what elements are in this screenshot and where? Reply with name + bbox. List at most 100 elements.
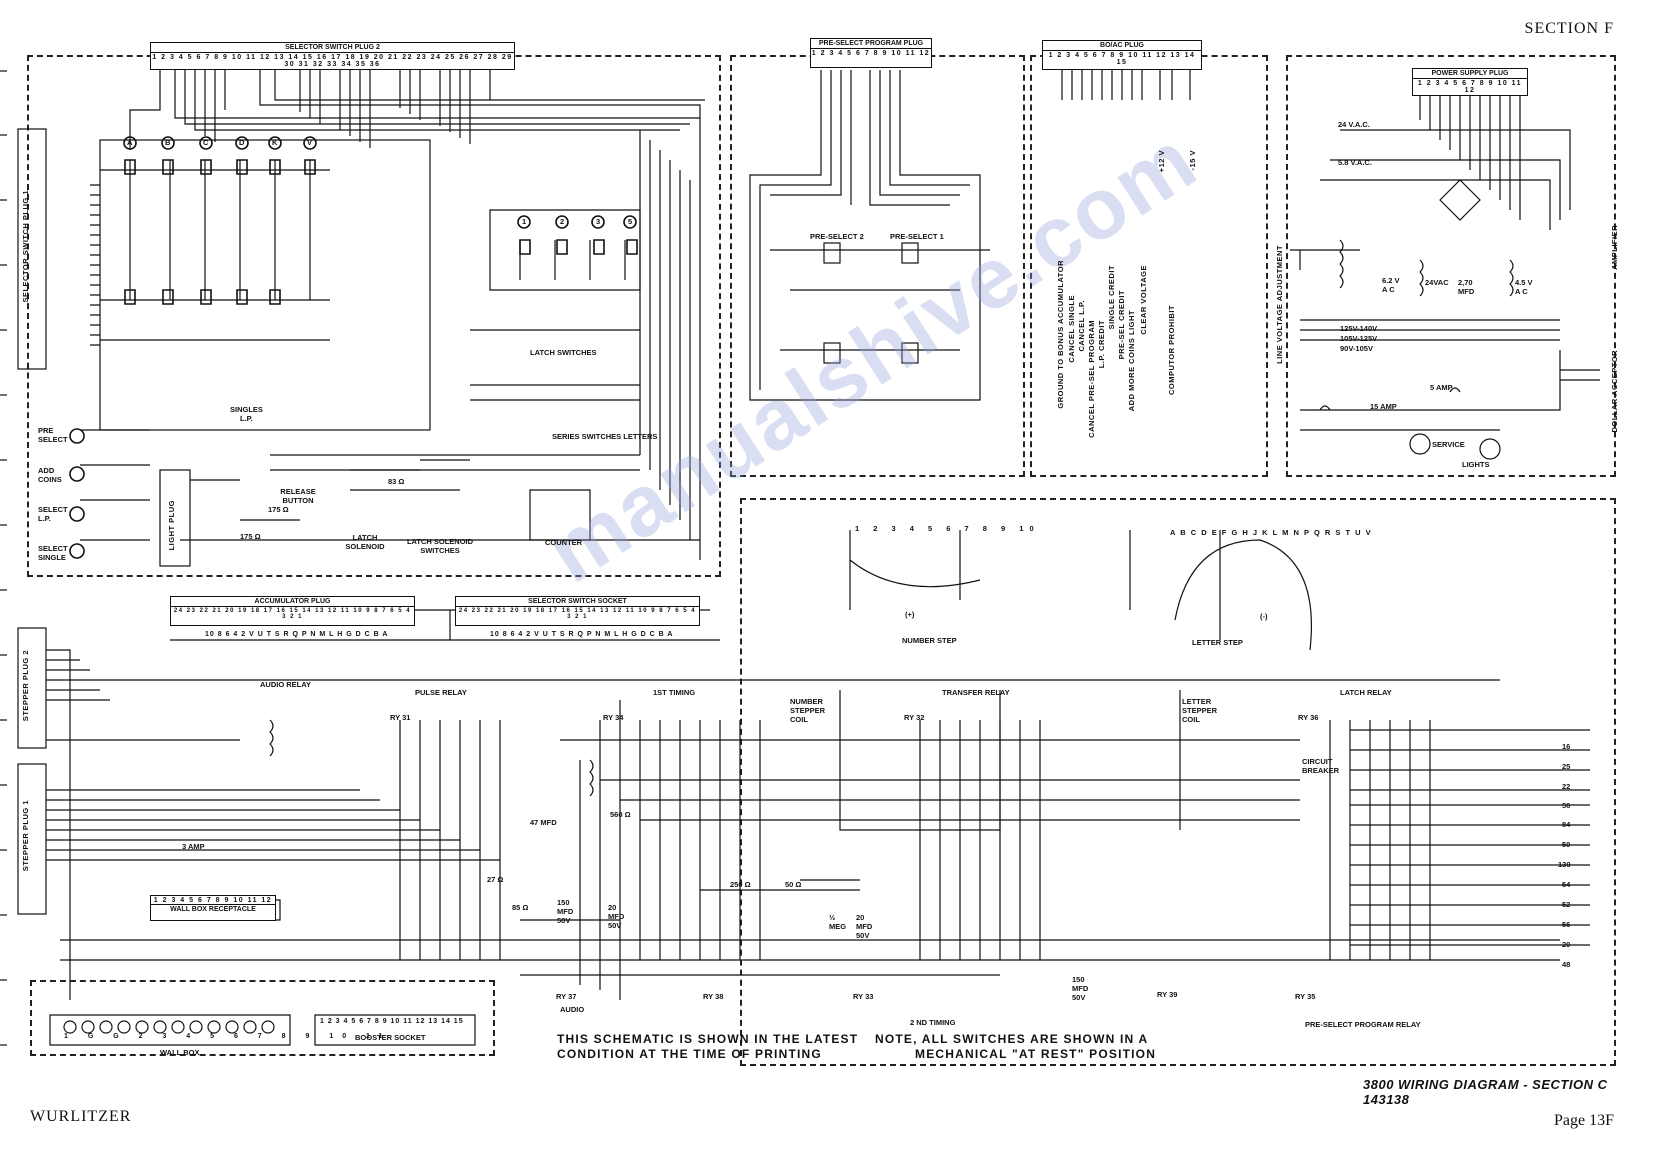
number-stepper-coil-label: NUMBER STEPPER COIL [790, 697, 826, 724]
stepper-plug-2: STEPPER PLUG 2 [21, 650, 30, 722]
res-560: 560 Ω [610, 810, 631, 819]
boac-func-3: CANCEL PRE-SEL PROGRAM [1087, 320, 1096, 438]
res-85: 85 Ω [512, 903, 529, 912]
power-panel [1286, 55, 1616, 477]
boac-func-8: CLEAR VOLTAGE [1139, 265, 1148, 335]
ry35: RY 35 [1295, 992, 1316, 1001]
second-timing-label: 2 ND TIMING [910, 1018, 956, 1027]
pre-select-2-label: PRE-SELECT 2 [810, 232, 864, 241]
boac-func-6: PRE-SEL CREDIT [1117, 290, 1126, 360]
fuse-3amp: 3 AMP [182, 842, 205, 851]
brand-footer: WURLITZER [30, 1108, 132, 1125]
cap-150: 150 MFD 50V [557, 898, 574, 925]
boac-func-4: L.P. CREDIT [1097, 320, 1106, 369]
number-positions: 1 2 3 4 5 6 7 8 9 10 [855, 524, 1040, 533]
fuse-15-label: 15 AMP [1370, 402, 1397, 411]
res-27: 27 Ω [487, 875, 504, 884]
wall-box-receptacle: 1 2 3 4 5 6 7 8 9 10 11 12 WALL BOX RECE… [150, 895, 276, 921]
selector-switch-plug-1: SELECTOR SWITCH PLUG 1 [21, 190, 30, 303]
tap-2: 105V-125V [1340, 334, 1378, 343]
minus-label: (-) [1260, 612, 1268, 621]
edge-ticks [0, 70, 7, 1046]
left-plug-wiring [17, 128, 1500, 1000]
bus-20: 20 [1562, 940, 1571, 949]
light-plug: LIGHT PLUG [167, 500, 176, 551]
add-coins-label: ADD COINS [38, 466, 62, 484]
bus-52: 52 [1562, 900, 1571, 909]
bus-56b: 56 [1562, 920, 1571, 929]
pre-select-1-label: PRE-SELECT 1 [890, 232, 944, 241]
counter-label: COUNTER [545, 538, 583, 547]
series-switches-label: SERIES SWITCHES LETTERS [552, 432, 658, 441]
boac-func-7: ADD MORE COINS LIGHT [1127, 310, 1136, 412]
bus-56: 56 [1562, 801, 1571, 810]
latch-solenoid-label: LATCH SOLENOID [345, 533, 385, 551]
switch-letter-b: B [165, 138, 171, 147]
res-250: 250 Ω [730, 880, 751, 889]
res-50: 50 Ω [785, 880, 802, 889]
note-schematic: THIS SCHEMATIC IS SHOWN IN THE LATEST CO… [557, 1032, 858, 1062]
stepper-arcs [849, 539, 1312, 651]
latch-switches-label: LATCH SWITCHES [530, 348, 597, 357]
ry36: RY 36 [1298, 713, 1319, 722]
line-voltage-label: LINE VOLTAGE ADJUSTMENT [1275, 245, 1284, 364]
note-switches-line2: MECHANICAL "AT REST" POSITION [915, 1047, 1157, 1061]
select-lp-label: SELECT L.P. [38, 505, 68, 523]
bus-22: 22 [1562, 782, 1571, 791]
relay-wiring [49, 530, 1590, 1046]
first-timing-label: 1ST TIMING [653, 688, 696, 697]
latch-solenoid-switches-label: LATCH SOLENOID SWITCHES [406, 537, 474, 555]
letter-positions: A B C D E F G H J K L M N P Q R S T U V [1170, 528, 1373, 537]
circuit-breaker-label: CIRCUIT BREAKER [1302, 757, 1340, 775]
transfer-relay-label: TRANSFER RELAY [942, 688, 1010, 697]
boac-wiring [1061, 70, 1191, 100]
bus-54: 54 [1562, 880, 1571, 889]
ry33: RY 33 [853, 992, 874, 1001]
audio-relay-label: AUDIO RELAY [260, 680, 311, 689]
bus-84: 84 [1562, 820, 1571, 829]
lp-label: L.P. [240, 414, 253, 423]
switch-letter-a: A [127, 138, 133, 147]
service-label: SERVICE [1432, 440, 1465, 449]
latch-number-5: 5 [628, 217, 633, 226]
latch-relay-label: LATCH RELAY [1340, 688, 1392, 697]
lights-label: LIGHTS [1462, 460, 1490, 469]
v62-label: 6.2 V A C [1382, 276, 1400, 294]
bus-130: 130 [1558, 860, 1571, 869]
switch-letter-d: D [239, 138, 245, 147]
accumulator-plug: ACCUMULATOR PLUG 24 23 22 21 20 19 18 17… [170, 596, 415, 626]
ry37: RY 37 [556, 992, 577, 1001]
boac-func-1: CANCEL SINGLE [1067, 295, 1076, 363]
boac-func-2: CANCEL L.P. [1077, 300, 1086, 352]
page-number: Page 13F [1554, 1112, 1614, 1129]
booster-socket-pins: 1 2 3 4 5 6 7 8 9 10 11 12 13 14 15 [320, 1018, 464, 1025]
v58-label: 5.8 V.A.C. [1338, 158, 1372, 167]
booster-socket-title: BOOSTER SOCKET [355, 1033, 426, 1042]
boac-func-11: -15 V [1188, 150, 1197, 171]
cap-47: 47 MFD [530, 818, 557, 827]
cap-150b: 150 MFD 50V [1072, 975, 1089, 1002]
preselect-program-plug: PRE-SELECT PROGRAM PLUG 1 2 3 4 5 6 7 8 … [810, 38, 932, 68]
preselect-wiring [749, 70, 990, 401]
resistor-83: 83 Ω [388, 477, 405, 486]
ry38: RY 38 [703, 992, 724, 1001]
release-button-label: RELEASE BUTTON [280, 487, 316, 505]
wall-box-title: WALL BOX [160, 1048, 200, 1057]
switch-letter-v: V [307, 138, 313, 147]
wall-box-pins: 1 G G 2 3 4 5 6 7 8 9 10 11 [64, 1033, 392, 1040]
tap-3: 90V-105V [1340, 344, 1373, 353]
boac-func-5: SINGLE CREDIT [1107, 265, 1116, 330]
number-step-label: NUMBER STEP [902, 636, 957, 645]
v24-label: 24 V.A.C. [1338, 120, 1370, 129]
pre-select-label: PRE SELECT [38, 426, 68, 444]
power-supply-plug: POWER SUPPLY PLUG 1 2 3 4 5 6 7 8 9 10 1… [1412, 68, 1528, 96]
singles-label: SINGLES [230, 405, 263, 414]
plus-label: (+) [905, 610, 915, 619]
ry32: RY 32 [904, 713, 925, 722]
dollar-acceptor-label: DOLLAR ACCEPTOR [1610, 350, 1619, 433]
bo-ac-plug: BO/AC PLUG 1 2 3 4 5 6 7 8 9 10 11 12 13… [1042, 40, 1202, 70]
resistor-175b: 175 Ω [240, 532, 261, 541]
boac-func-0: GROUND TO BONUS ACCUMULATOR [1056, 260, 1065, 409]
stepper-plug-1: STEPPER PLUG 1 [21, 800, 30, 872]
